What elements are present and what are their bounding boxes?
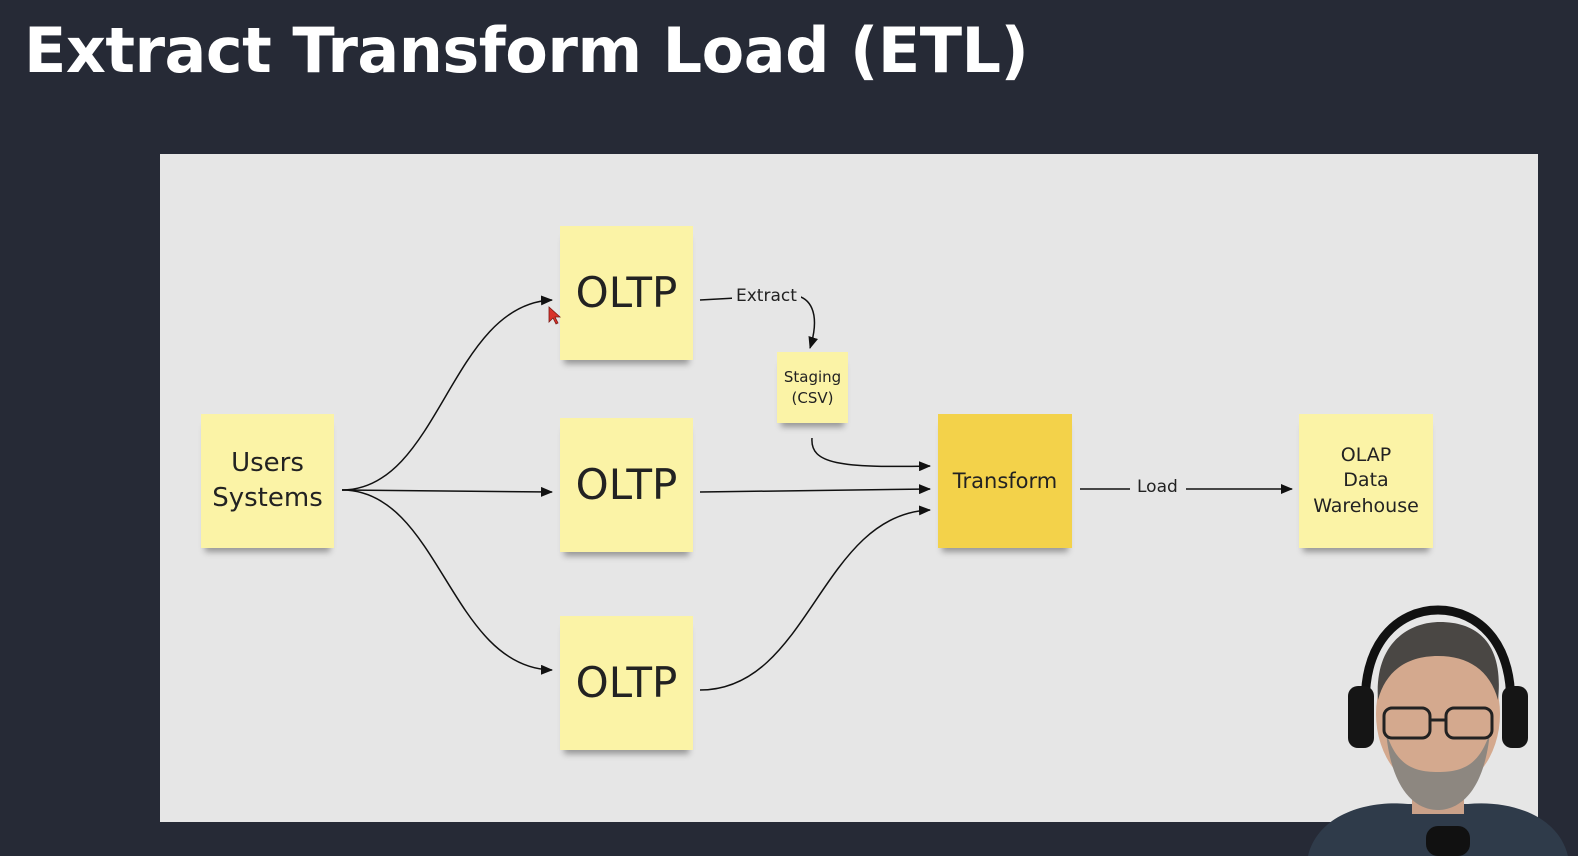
connector-layer	[341, 295, 1293, 691]
edge-oltp-top-extract	[699, 297, 737, 301]
olap-data-warehouse-note: OLAP Data Warehouse	[1299, 414, 1433, 548]
staging-csv-note: Staging (CSV)	[777, 352, 848, 423]
load-label: Load	[1133, 477, 1182, 497]
oltp-top-note: OLTP	[560, 226, 693, 360]
users-systems-note: Users Systems	[201, 414, 334, 548]
extract-label: Extract	[732, 286, 801, 306]
edge-users-oltp-top	[341, 295, 553, 491]
edge-staging-transform	[811, 437, 931, 472]
edge-extract-staging	[797, 295, 819, 349]
edge-oltp-bottom-transform	[699, 505, 931, 691]
presenter-webcam	[1308, 604, 1568, 856]
edge-oltp-middle-transform	[699, 484, 931, 495]
diagram-board: Users Systems OLTP OLTP OLTP Staging (CS…	[160, 154, 1538, 822]
oltp-bottom-note: OLTP	[560, 616, 693, 750]
edge-users-oltp-bottom	[341, 489, 553, 675]
mouse-pointer-icon	[548, 306, 562, 325]
transform-note: Transform	[938, 414, 1072, 548]
edge-users-oltp-middle	[341, 486, 553, 497]
oltp-middle-note: OLTP	[560, 418, 693, 552]
slide-title: Extract Transform Load (ETL)	[24, 14, 1029, 87]
